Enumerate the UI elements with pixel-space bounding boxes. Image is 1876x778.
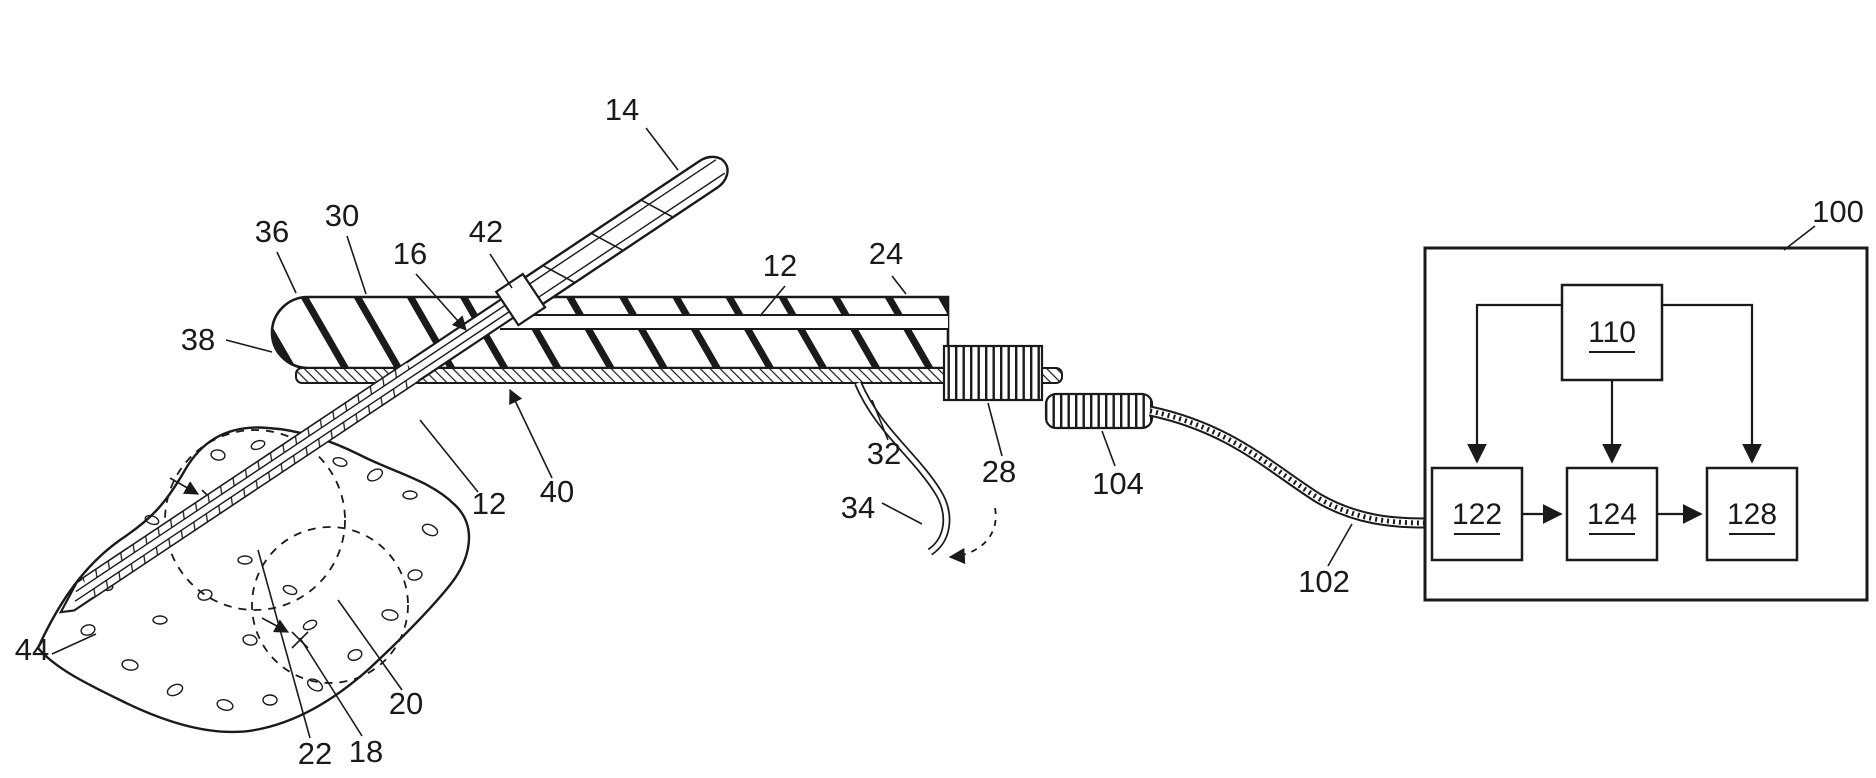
target-zone-circle-lower bbox=[251, 526, 409, 684]
ref-34-label: 34 bbox=[841, 490, 875, 525]
outer-cannula-14 bbox=[500, 155, 729, 321]
ref-42-label: 42 bbox=[469, 214, 503, 249]
ref-16: 16 bbox=[393, 236, 467, 331]
wire-motion-arrow bbox=[948, 507, 997, 565]
cable bbox=[1148, 405, 1426, 529]
ref-22: 22 bbox=[257, 549, 332, 771]
block-122-label: 122 bbox=[1452, 498, 1502, 531]
strain-relief-104 bbox=[1044, 392, 1154, 430]
ref-20-label: 20 bbox=[389, 686, 423, 721]
ref-102-label: 102 bbox=[1298, 564, 1350, 599]
ref-100-label: 100 bbox=[1812, 194, 1864, 229]
ref-16-label: 16 bbox=[393, 236, 427, 271]
block-122 bbox=[1430, 466, 1524, 562]
ref-30-label: 30 bbox=[325, 198, 359, 233]
ref-14-label: 14 bbox=[605, 92, 639, 127]
ref-14: 14 bbox=[605, 92, 679, 171]
ref-44-label: 44 bbox=[15, 632, 49, 667]
block-124-label: 124 bbox=[1587, 498, 1637, 531]
ref-44: 44 bbox=[15, 632, 97, 667]
ref-42: 42 bbox=[469, 214, 513, 289]
ref-36: 36 bbox=[255, 214, 297, 294]
internal-tube-12 bbox=[500, 314, 948, 330]
ref-104: 104 bbox=[1092, 430, 1144, 501]
ref-12-top: 12 bbox=[759, 248, 797, 317]
connector-block-28 bbox=[942, 344, 1044, 402]
needle-assembly bbox=[58, 155, 729, 614]
base-plate bbox=[295, 367, 1063, 384]
ref-32-label: 32 bbox=[867, 436, 901, 471]
ref-12-top-label: 12 bbox=[763, 248, 797, 283]
ref-24: 24 bbox=[869, 236, 907, 295]
block-110 bbox=[1560, 283, 1664, 382]
block-128 bbox=[1705, 466, 1799, 562]
ref-102: 102 bbox=[1298, 523, 1353, 599]
block-110-label: 110 bbox=[1588, 316, 1636, 349]
ref-104-label: 104 bbox=[1092, 466, 1144, 501]
control-unit: 110 122 124 128 bbox=[1423, 246, 1869, 602]
ref-30: 30 bbox=[325, 198, 367, 295]
ref-20: 20 bbox=[337, 599, 423, 721]
curved-wire bbox=[854, 381, 997, 565]
ref-18-label: 18 bbox=[349, 734, 383, 769]
tissue-cells bbox=[80, 439, 439, 711]
ref-24-label: 24 bbox=[869, 236, 903, 271]
ref-12-shaft: 12 bbox=[419, 419, 506, 521]
target-zone-circle-upper bbox=[164, 429, 346, 611]
block-124 bbox=[1565, 466, 1659, 562]
reference-labels: 14 36 30 16 42 12 24 38 bbox=[15, 92, 1864, 771]
ref-12-shaft-label: 12 bbox=[472, 486, 506, 521]
housing-slab bbox=[270, 295, 950, 370]
block-128-label: 128 bbox=[1727, 498, 1777, 531]
device-housing bbox=[270, 295, 1154, 430]
ref-38-label: 38 bbox=[181, 322, 215, 357]
ref-22-label: 22 bbox=[298, 736, 332, 771]
block-diagram-arrows bbox=[1467, 303, 1762, 524]
ref-18: 18 bbox=[299, 637, 383, 769]
ref-32: 32 bbox=[867, 399, 901, 471]
ref-36-label: 36 bbox=[255, 214, 289, 249]
ref-100: 100 bbox=[1783, 194, 1864, 251]
ref-38: 38 bbox=[181, 322, 273, 357]
ref-40: 40 bbox=[509, 388, 574, 509]
ref-28: 28 bbox=[982, 402, 1016, 489]
ref-40-label: 40 bbox=[540, 474, 574, 509]
ref-34: 34 bbox=[841, 490, 923, 525]
ref-28-label: 28 bbox=[982, 454, 1016, 489]
